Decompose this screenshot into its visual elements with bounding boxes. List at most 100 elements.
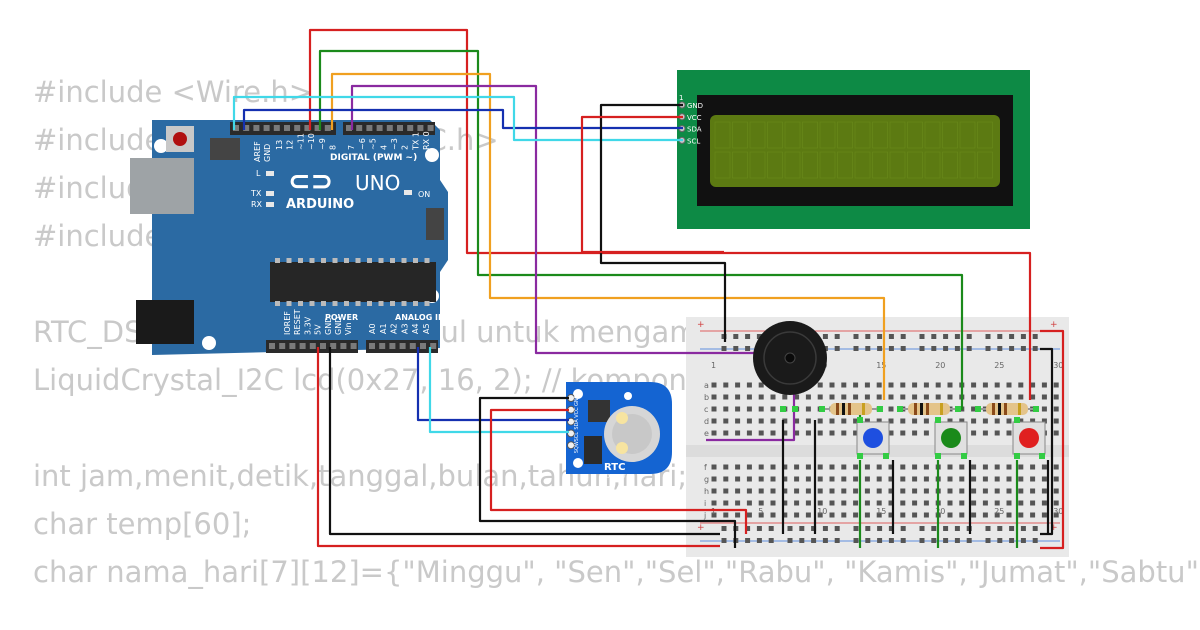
row-letter: j [703, 511, 706, 520]
push-button-green[interactable] [934, 421, 968, 455]
rail-hole [900, 538, 906, 543]
rail-hole [1009, 526, 1015, 531]
piezo-buzzer[interactable] [753, 321, 827, 395]
breadboard-hole [817, 394, 823, 400]
breadboard-hole [746, 500, 752, 506]
chip-leg [298, 301, 303, 306]
connection-marker [857, 453, 863, 459]
breadboard-hole [853, 464, 859, 470]
rail-hole [954, 334, 960, 339]
rail-hole [877, 538, 883, 543]
breadboard-hole [864, 464, 870, 470]
lcd-pin-label: VCC [687, 114, 702, 122]
button-cap-blue[interactable] [863, 428, 883, 448]
resistor-band [862, 403, 865, 415]
breadboard-hole [864, 382, 870, 388]
breadboard-hole [782, 500, 788, 506]
rail-hole [877, 526, 883, 531]
breadboard-hole [770, 476, 776, 482]
resistor-band [998, 403, 1001, 415]
analog-pin-label: A4 [411, 323, 420, 334]
breadboard-hole [947, 488, 953, 494]
rtc-pin [567, 429, 575, 438]
rail-hole [877, 334, 883, 339]
breadboard-hole [923, 512, 929, 518]
breadboard-hole [1030, 418, 1036, 424]
push-button-red[interactable] [1012, 421, 1046, 455]
rail-hole [997, 346, 1003, 351]
header-hole [420, 343, 426, 349]
connection-marker [819, 406, 825, 412]
rail-hole [756, 526, 762, 531]
reset-button[interactable] [173, 132, 187, 146]
aref-label: AREF [253, 141, 262, 162]
rtc-mounting-hole [573, 389, 583, 399]
breadboard-hole [959, 500, 965, 506]
breadboard-hole [1053, 382, 1059, 388]
breadboard-hole [971, 476, 977, 482]
breadboard-hole [971, 394, 977, 400]
rail-hole [1032, 526, 1038, 531]
rail-hole [865, 346, 871, 351]
breadboard-hole [841, 476, 847, 482]
breadboard-hole [829, 382, 835, 388]
analog-pin-label: A3 [400, 323, 409, 334]
resistor-2 [900, 403, 958, 415]
code-line: #include <Wire.h> [33, 75, 314, 109]
chip-leg [355, 301, 361, 306]
connection-marker [792, 406, 798, 412]
digital-pin-label: RX 0 [422, 131, 431, 150]
row-letter: g [704, 475, 709, 484]
button-housing [1012, 421, 1046, 455]
breadboard-hole [888, 406, 894, 412]
header-hole [340, 343, 347, 349]
on-led [404, 190, 412, 195]
analog-pin-label: A2 [390, 323, 399, 334]
rail-hole [853, 334, 859, 339]
push-button-blue[interactable] [856, 421, 890, 455]
breadboard-hole [770, 512, 776, 518]
breadboard-hole [735, 464, 741, 470]
wire-red-vcc-lcd [580, 115, 724, 254]
rail-hole [865, 334, 871, 339]
arduino-uno-board[interactable]: ⊂⊃ ARDUINO UNO DIGITAL (PWM ~) POWER ANA… [130, 120, 448, 355]
header-hole [369, 343, 375, 349]
breadboard-hole [994, 488, 1000, 494]
l-led [266, 171, 274, 176]
breadboard-hole [864, 476, 870, 482]
rail-hole [787, 538, 793, 543]
on-led-label: ON [418, 190, 430, 199]
breadboard-hole [841, 394, 847, 400]
breadboard-hole [853, 512, 859, 518]
breadboard-hole [1041, 488, 1047, 494]
breadboard-hole [1018, 464, 1024, 470]
button-cap-red[interactable] [1019, 428, 1039, 448]
breadboard-hole [723, 464, 729, 470]
breadboard-hole [735, 382, 741, 388]
breadboard-hole [735, 512, 741, 518]
breadboard-hole [923, 394, 929, 400]
rail-hole [943, 538, 949, 543]
breadboard-hole [735, 406, 741, 412]
breadboard-hole [888, 394, 894, 400]
button-cap-green[interactable] [941, 428, 961, 448]
breadboard-hole [746, 394, 752, 400]
rail-hole [1020, 334, 1026, 339]
rail-hole [745, 526, 751, 531]
rail-hole [1032, 346, 1038, 351]
breadboard-hole [794, 512, 800, 518]
lcd-char-cell [854, 151, 871, 179]
wire-cyan-scl-lcd [232, 95, 683, 142]
breadboard-hole [1041, 418, 1047, 424]
rail-hole [733, 334, 739, 339]
breadboard-hole [782, 430, 788, 436]
atmega-chip [270, 262, 436, 302]
connection-marker [877, 406, 883, 412]
header-hole [399, 343, 406, 349]
digital-pin-label: 8 [329, 145, 338, 150]
breadboard-hole [888, 476, 894, 482]
rtc-pin-label: SQW [574, 441, 580, 453]
rail-hole [931, 538, 937, 543]
